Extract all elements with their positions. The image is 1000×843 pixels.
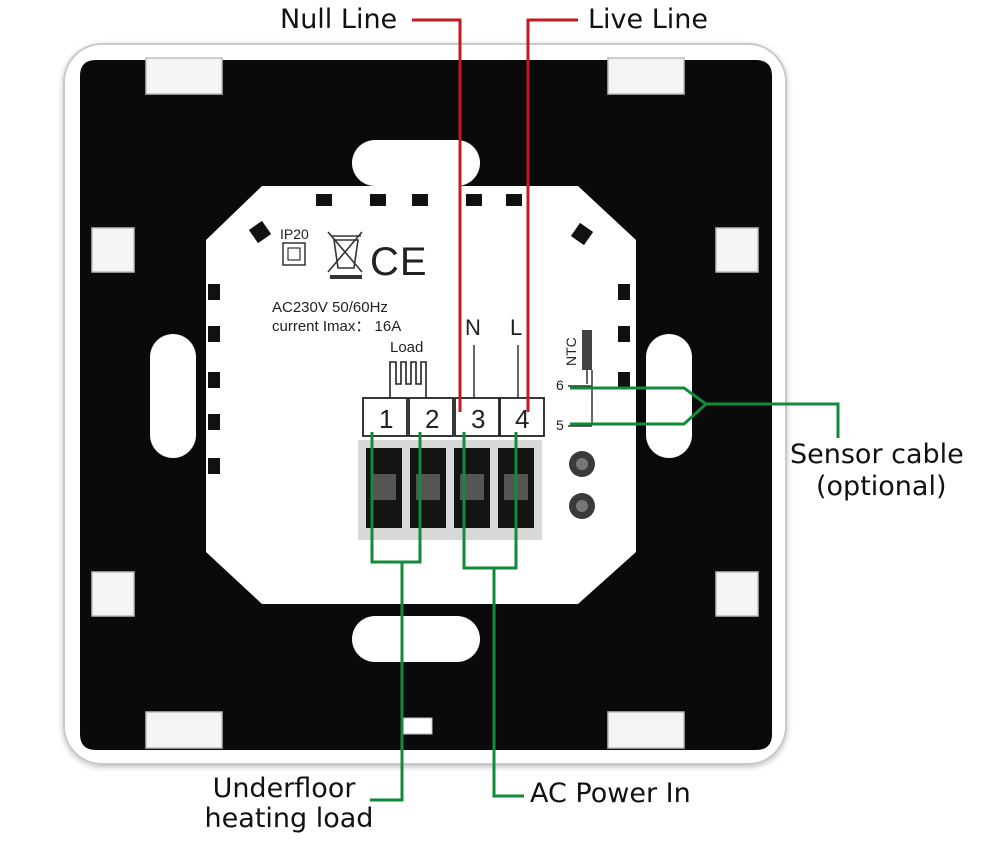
- ntc-sensor: [582, 330, 592, 370]
- bottom-notch: [401, 717, 433, 735]
- terminal-1-label: 1: [379, 404, 393, 434]
- sensor-pin-5: 5: [556, 417, 564, 433]
- underfloor-label-line2: heating load: [204, 803, 374, 834]
- load-label: Load: [390, 339, 423, 356]
- power-wire-left: [462, 432, 494, 570]
- null-line-label: Null Line: [280, 4, 398, 35]
- ip20-square-icon: [282, 242, 306, 266]
- ntc-label: NTC: [563, 337, 579, 366]
- neutral-label: N: [465, 315, 481, 340]
- ac-power-in-label: AC Power In: [530, 778, 691, 809]
- load-wire-right: [402, 432, 422, 564]
- sensor-wire-callout: [706, 402, 840, 438]
- underfloor-label-line1: Underfloor: [212, 773, 356, 804]
- ip-rating-text: IP20: [280, 226, 309, 242]
- module-vents: [208, 194, 630, 474]
- power-wire-right: [494, 432, 518, 570]
- live-label: L: [510, 315, 522, 340]
- terminal-2-label: 2: [425, 404, 439, 434]
- terminal-blocks: [358, 440, 542, 540]
- terminal-label-strip: [362, 397, 545, 437]
- corner-clips: [91, 57, 759, 749]
- load-wire-callout: [370, 562, 404, 802]
- heating-coil-icon: [389, 361, 427, 398]
- sensor-screws: [569, 451, 595, 519]
- load-wire-left: [370, 432, 402, 564]
- terminal-4-label: 4: [515, 404, 529, 434]
- live-line-wire: [526, 18, 578, 412]
- sensor-cable-label: Sensor cable: [790, 439, 964, 470]
- mounting-slots: [150, 140, 692, 662]
- terminal-3-label: 3: [471, 404, 485, 434]
- sensor-wire-5: [570, 402, 708, 426]
- sensor-optional-label: (optional): [816, 471, 947, 502]
- sensor-pin-6: 6: [556, 377, 564, 393]
- null-line-wire: [412, 18, 462, 412]
- ce-mark-icon: CE: [370, 240, 428, 284]
- sensor-wire-6: [570, 386, 707, 406]
- weee-bin-icon: [327, 231, 363, 279]
- current-spec: current Imax： 16A: [272, 318, 401, 335]
- live-line-label: Live Line: [588, 4, 708, 35]
- power-wire-callout: [492, 568, 524, 798]
- voltage-spec: AC230V 50/60Hz: [272, 299, 388, 316]
